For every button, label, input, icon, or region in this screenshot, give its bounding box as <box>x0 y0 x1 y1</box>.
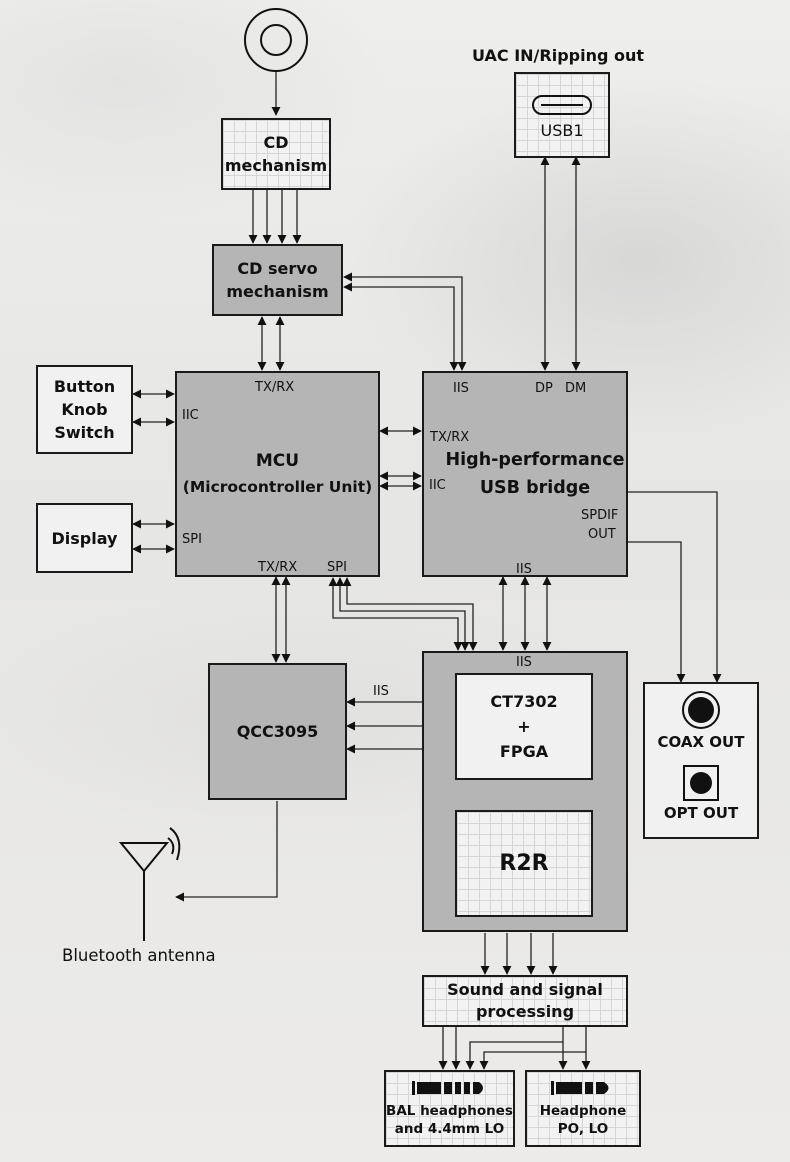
mcu-port-txrx-bottom: TX/RX <box>258 560 298 575</box>
headphone-output-line1: Headphone <box>539 1103 627 1119</box>
bridge-port-dm: DM <box>565 381 587 396</box>
cd-servo-block: CD servo mechanism <box>212 244 343 316</box>
wire-spdif-2 <box>628 541 686 683</box>
wire-spi-1 <box>328 577 463 651</box>
antenna-icon <box>118 827 181 941</box>
usb-bridge-block: High-performance USB bridge IIS DP DM TX… <box>422 371 628 577</box>
switch-label: Switch <box>54 423 115 442</box>
mcu-port-spi-bottom: SPI <box>327 560 347 575</box>
headphone-output-line2: PO, LO <box>557 1121 609 1137</box>
mcu-port-txrx-top: TX/RX <box>255 380 295 395</box>
bridge-port-dp: DP <box>535 381 553 396</box>
display-block: Display <box>36 503 133 573</box>
wire-spdif-1 <box>628 491 722 683</box>
r2r-label: R2R <box>499 851 549 876</box>
cd-disc-icon <box>244 8 308 72</box>
wire-qcc-antenna <box>175 801 278 902</box>
mcu-port-iic: IIC <box>182 408 199 423</box>
mcu-block: MCU (Microcontroller Unit) TX/RX IIC SPI… <box>175 371 380 577</box>
knob-label: Knob <box>61 400 108 419</box>
bridge-port-txrx: TX/RX <box>430 430 470 445</box>
display-label: Display <box>51 528 118 548</box>
fpga-label: FPGA <box>499 742 549 761</box>
bluetooth-antenna-label: Bluetooth antenna <box>62 946 216 965</box>
mcu-title: MCU <box>255 451 300 471</box>
cd-servo-line2: mechanism <box>226 282 329 301</box>
sound-processing-line2: processing <box>475 1002 575 1021</box>
sound-processing-block: Sound and signal processing <box>422 975 628 1027</box>
usb1-label: USB1 <box>540 120 584 140</box>
r2r-block: R2R <box>455 810 593 917</box>
coax-out-label: COAX OUT <box>657 733 745 751</box>
sound-processing-line1: Sound and signal <box>447 980 603 999</box>
qcc3095-label: QCC3095 <box>236 722 319 741</box>
ct7302-label: CT7302 <box>490 692 558 711</box>
ct7302-fpga-block: CT7302 + FPGA <box>455 673 593 780</box>
bal-output-line1: BAL headphones <box>386 1103 513 1119</box>
usb-section-title: UAC IN/Ripping out <box>472 46 645 65</box>
wire-servo-bridge-1 <box>343 272 467 371</box>
usb1-port-block: USB1 <box>514 72 610 158</box>
mcu-port-spi-left: SPI <box>182 532 202 547</box>
wire-spi-3 <box>342 577 478 651</box>
bal-output-line2: and 4.4mm LO <box>394 1121 505 1137</box>
wire-spi-2 <box>335 577 470 651</box>
bridge-port-spdif: SPDIF <box>581 508 619 523</box>
button-knob-switch-block: Button Knob Switch <box>36 365 133 454</box>
wire-sound-bal-3 <box>465 1027 564 1070</box>
bridge-port-out: OUT <box>588 527 616 542</box>
opt-out-label: OPT OUT <box>663 804 739 822</box>
bridge-port-iis-bottom: IIS <box>516 562 532 577</box>
digital-out-block: COAX OUT OPT OUT <box>643 682 759 839</box>
coax-jack-icon <box>682 691 720 729</box>
qcc3095-block: QCC3095 <box>208 663 347 800</box>
dac-group-iis-label: IIS <box>516 655 532 670</box>
optical-jack-icon <box>683 765 719 801</box>
3-5mm-plug-icon <box>551 1081 609 1095</box>
ct7302-plus: + <box>517 717 531 736</box>
usb-c-port-icon <box>532 94 592 115</box>
button-label: Button <box>53 377 116 396</box>
qcc-iis-label: IIS <box>373 684 389 699</box>
cd-mechanism-line2: mechanism <box>224 156 328 175</box>
cd-mechanism-line1: CD <box>263 133 289 152</box>
bridge-port-iic: IIC <box>429 478 446 493</box>
wire-sound-bal-4 <box>479 1027 587 1070</box>
mcu-subtitle: (Microcontroller Unit) <box>182 478 373 496</box>
4-4mm-plug-icon <box>411 1081 483 1095</box>
usb-bridge-title2: USB bridge <box>479 478 591 498</box>
bridge-port-iis-top: IIS <box>453 381 469 396</box>
cd-mechanism-block: CD mechanism <box>221 118 331 190</box>
bal-output-block: BAL headphones and 4.4mm LO <box>384 1070 515 1147</box>
headphone-output-block: Headphone PO, LO <box>525 1070 641 1147</box>
cd-servo-line1: CD servo <box>237 259 318 278</box>
usb-bridge-title1: High-performance <box>445 450 625 470</box>
wire-servo-bridge-2 <box>343 282 459 371</box>
